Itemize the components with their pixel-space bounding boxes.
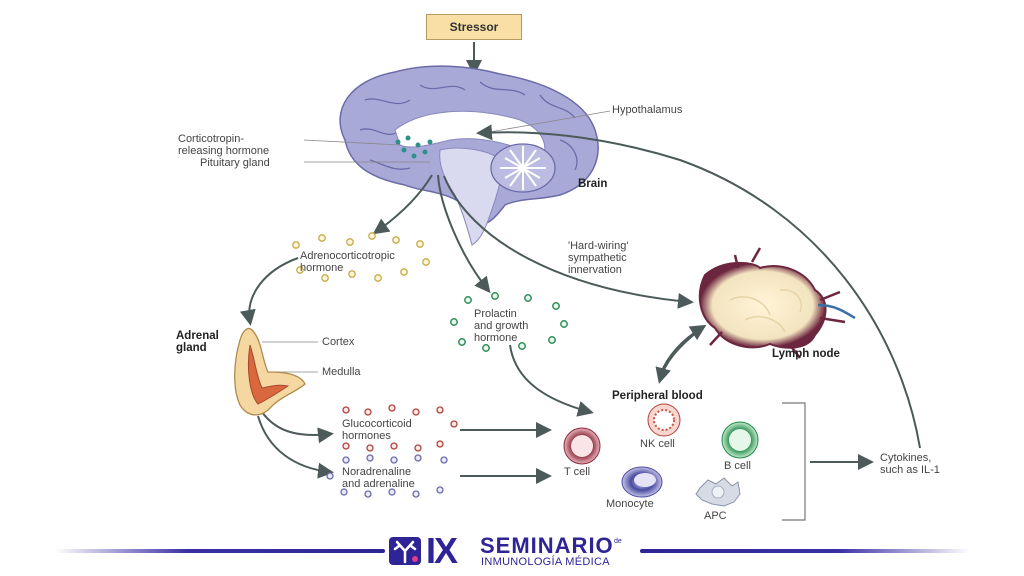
logo-subtitle: INMUNOLOGÍA MÉDICA <box>481 556 610 568</box>
lymph-node-illustration <box>698 247 856 359</box>
cytokines-label: Cytokines, such as IL-1 <box>880 452 940 476</box>
arrow-to-blood <box>509 344 594 417</box>
antibody-icon <box>389 537 421 565</box>
seminar-logo: IX SEMINARIO de INMUNOLOGÍA MÉDICA <box>388 530 638 571</box>
acth-label: Adrenocorticotropic hormone <box>300 250 395 274</box>
hard-wiring-label: 'Hard-wiring' sympathetic innervation <box>568 240 629 276</box>
nk-cell-label: NK cell <box>640 438 675 450</box>
noradrenaline-label: Noradrenaline and adrenaline <box>342 466 415 490</box>
acth-dots <box>292 232 430 282</box>
prolactin-label: Prolactin and growth hormone <box>474 308 529 344</box>
medulla-label: Medulla <box>322 366 361 378</box>
pituitary-label: Pituitary gland <box>200 157 270 169</box>
glucocorticoid-label: Glucocorticoid hormones <box>342 418 412 442</box>
b-cell <box>721 421 759 459</box>
apc-label: APC <box>704 510 727 522</box>
cytokine-feedback-arrow <box>476 124 921 449</box>
stressor-box: Stressor <box>426 14 522 40</box>
t-cell-label: T cell <box>564 466 591 478</box>
hypothalamus-label: Hypothalamus <box>612 104 683 116</box>
brain-illustration <box>339 65 599 246</box>
arrow-to-adrenal <box>239 257 299 326</box>
footer-line-left <box>55 549 385 553</box>
logo-title: SEMINARIO <box>480 533 614 558</box>
adrenal-gland-illustration <box>234 327 306 416</box>
monocyte <box>621 466 663 498</box>
footer-line-right <box>640 549 970 553</box>
arrow-hard-wiring <box>443 175 694 309</box>
cortex-label: Cortex <box>322 336 355 348</box>
glucocorticoid-dots <box>342 404 458 452</box>
t-cell <box>563 427 601 465</box>
peripheral-blood-label: Peripheral blood <box>612 390 703 402</box>
logo-de: de <box>614 538 622 545</box>
arrow-to-acth <box>372 174 433 235</box>
adrenal-label: Adrenal gland <box>176 330 219 354</box>
prolactin-dots <box>450 292 568 352</box>
nk-cell <box>647 403 681 437</box>
logo-numeral: IX <box>426 530 458 571</box>
noradrenaline-dots <box>326 454 448 498</box>
crh-label: Corticotropin- releasing hormone <box>178 133 270 157</box>
lymph-node-label: Lymph node <box>772 348 840 360</box>
monocyte-label: Monocyte <box>606 498 654 510</box>
apc <box>695 477 741 507</box>
b-cell-label: B cell <box>724 460 751 472</box>
arrow-to-prolactin <box>437 174 491 294</box>
brain-label: Brain <box>578 178 608 190</box>
